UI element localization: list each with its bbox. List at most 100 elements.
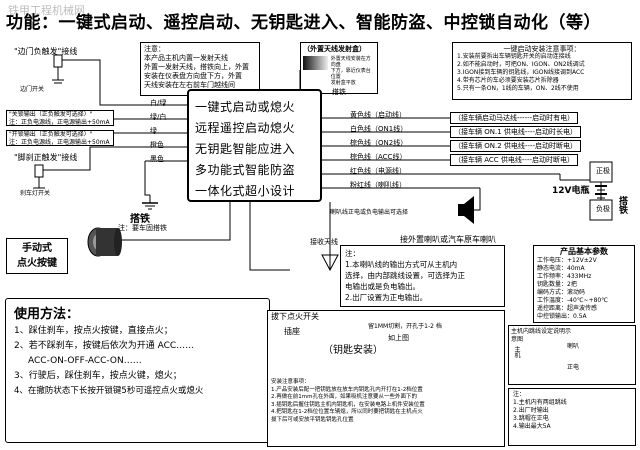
jumper-label: 正电 bbox=[567, 364, 580, 371]
unlock-output-label: "开锁输出（正负触发可选择）" bbox=[9, 131, 93, 138]
right-wire-target: （接车辆 ON.1 供电线----启动时长电） bbox=[450, 126, 581, 138]
page-title: 功能：一键式启动、遥控启动、无钥匙进入、智能防盗、中控锁自动化（等） bbox=[6, 13, 601, 33]
battery-icon bbox=[560, 161, 613, 221]
spec-row: 钥匙数量：2把 bbox=[537, 281, 577, 288]
manual-button-label: 点火按键 bbox=[17, 258, 57, 269]
usage-step: 1、踩住刹车，按点火按键，直接点火； bbox=[14, 326, 173, 336]
unlock-output-note: 注：正负电源线，正电源输出+50mA bbox=[9, 139, 110, 146]
brake-trigger-label: "脚刹正触发"接线 bbox=[14, 153, 78, 162]
top-note-box: 注意： 本产品主机内置一发射天线 外置一发射天线，搭铁向上，外置 安装在仪表盘方… bbox=[140, 42, 260, 96]
external-antenna-note: 外置天线安装在方向盘 下方，靠近仪表台位置 发射盒平放 bbox=[330, 56, 371, 86]
key-install-notes: 安装注意事项： 1.产品安装后配一把钥匙放在放车内钥匙孔内开打在1-2档位置 2… bbox=[271, 379, 425, 423]
install-notes-title: 一键启动安装注意事项： bbox=[503, 45, 581, 53]
spec-row: 遥控距离：超声波传感 bbox=[537, 305, 598, 312]
install-note-line: 4.带有芯片的车必须要安装芯片拆除器 bbox=[457, 77, 559, 84]
external-antenna-box: （外置天线发射盒） 外置天线安装在方向盘 下方，靠近仪表台位置 发射盒平放 搭铁 bbox=[300, 42, 378, 96]
jumper-label: 主机 bbox=[513, 346, 520, 358]
left-ground-icon bbox=[142, 195, 158, 210]
external-antenna-label: （外置天线发射盒） bbox=[303, 45, 366, 53]
unlock-output-box: "开锁输出（正负触发可选择）" 注：正负电源线，正电源输出+50mA bbox=[6, 130, 114, 146]
bottom-note-box: 注： 1.主机内有两组跳线 2.出厂时输出 3.跳帽在正电 4.输出最大5A bbox=[508, 388, 636, 446]
lock-output-label: "关锁输出（正负触发可选择）" bbox=[9, 111, 93, 118]
manual-button-box: 手动式 点火按键 bbox=[6, 238, 68, 274]
feature-line: 无钥匙智能应进入 bbox=[195, 142, 296, 156]
usage-step: 4、在撤防状态下长按开锁键5秒可遥控点火或熄火 bbox=[14, 386, 204, 396]
horn-notes-line: 2.出厂设置为正电输出。 bbox=[345, 293, 428, 302]
horn-notes-line: 1.本喇叭线的输出方式可从主机内 bbox=[345, 260, 458, 269]
key-install-key: （钥匙安装） bbox=[323, 345, 383, 356]
right-wire-label: 黄色线（启动线） bbox=[350, 111, 406, 119]
right-wire-target: （接车辆 ON.2 供电线----启动时断电） bbox=[450, 140, 581, 152]
manual-button-label: 手动式 bbox=[22, 243, 52, 254]
battery-positive-label: 正极 bbox=[596, 167, 610, 175]
right-wire-label: 棕色线（ACC线） bbox=[350, 153, 407, 161]
manual-button-icon bbox=[87, 227, 122, 257]
right-wire-label: 红色线（电源线） bbox=[350, 167, 406, 175]
door-trigger-label: "边门负触发"接线 bbox=[14, 47, 78, 56]
specs-box: 产品基本参数 工作电压：+12V±2V 静态电流：40mA 工作频率：433MH… bbox=[533, 245, 635, 323]
battery-ground-label: 搭铁 bbox=[617, 196, 627, 214]
horn-label: 接外置喇叭或汽车原车喇叭 bbox=[400, 235, 496, 244]
spec-row: 编码方式：滚动码 bbox=[537, 289, 586, 296]
jumper-label: 喇叭 bbox=[567, 343, 580, 350]
install-note-line: 1.安装前要拆出车辆钥匙开关的启动连接线 bbox=[457, 53, 571, 60]
feature-line: 多功能式智能防盗 bbox=[195, 163, 296, 177]
horn-note: 喇叭线正电或负电输出可选择 bbox=[330, 209, 409, 216]
usage-step: ACC-ON-OFF-ACC-ON…… bbox=[28, 356, 142, 366]
antenna-label: 接收天线 bbox=[310, 238, 338, 246]
install-note-line: 3.IGON接到车辆的钥匙线，IGON线接调到ACC bbox=[457, 69, 585, 76]
left-wire-label: 白/绿 bbox=[150, 99, 167, 107]
left-wire-label: 黑色 bbox=[150, 155, 164, 163]
usage-box: 使用方法： 1、踩住刹车，按点火按键，直接点火； 2、若不踩刹车，按键后依次为开… bbox=[5, 298, 270, 443]
right-wire-label: 粉红线（喇叭线） bbox=[350, 181, 406, 189]
key-install-mount: 如上图 bbox=[388, 334, 409, 342]
horn-notes-line: 选择，由内部跳线设置，可选择为正 bbox=[345, 271, 465, 280]
horn-notes-heading: 注： bbox=[345, 249, 360, 258]
jumper-title: 主机内跳线设定说明示意图 bbox=[511, 328, 572, 343]
horn-notes-box: 注： 1.本喇叭线的输出方式可从主机内 选择，由内部跳线设置，可选择为正 电输出… bbox=[340, 245, 505, 307]
left-ground-label: 搭铁 bbox=[130, 214, 150, 225]
antenna-transmitter-icon bbox=[303, 56, 328, 70]
spec-row: 中控锁输出：0.5A bbox=[537, 313, 587, 320]
horn-notes-line: 电输出或是负电输出。 bbox=[345, 282, 420, 291]
key-install-box: 拔下点火开关 插座 （钥匙安装） 留1MM切割，开孔于1-2 档 如上图 安装注… bbox=[267, 310, 505, 447]
usage-title: 使用方法： bbox=[14, 307, 80, 322]
feature-line: 远程遥控启动熄火 bbox=[195, 121, 296, 135]
receive-antenna-icon bbox=[321, 202, 339, 272]
door-switch-icon bbox=[52, 54, 80, 84]
spec-row: 工作电压：+12V±2V bbox=[537, 257, 597, 264]
main-unit-box: 一键式启动或熄火 远程遥控启动熄火 无钥匙智能应进入 多功能式智能防盗 一体化式… bbox=[187, 89, 322, 202]
key-install-hole: 留1MM切割，开孔于1-2 档 bbox=[368, 323, 442, 330]
external-antenna-ground: 搭铁 bbox=[332, 88, 346, 96]
spec-row: 工作频率：433MHz bbox=[537, 273, 592, 280]
spec-row: 静态电流：40mA bbox=[537, 265, 585, 272]
top-note-line: 外置一发射天线，搭铁向上，外置 bbox=[144, 63, 249, 71]
top-note-line: 安装在仪表盘方向盘下方，外置 bbox=[144, 72, 242, 80]
battery-label: 12V电瓶 bbox=[552, 186, 590, 196]
right-wire-label: 白色线（ON1线） bbox=[350, 125, 408, 133]
right-wire-lines bbox=[322, 117, 561, 211]
feature-line: 一键式启动或熄火 bbox=[195, 100, 296, 114]
left-ground-note: 注：要车固搭铁 bbox=[118, 224, 167, 232]
jumper-box: 主机内跳线设定说明示意图 主机 喇叭 正电 bbox=[508, 325, 636, 385]
usage-step: 3、行驶后，踩住刹车，按点火键，熄火； bbox=[14, 371, 182, 381]
right-wire-target: （接车辆启动马达线------启动时有电） bbox=[450, 112, 579, 124]
top-note-line: 天线安装在左右前车门越线间 bbox=[144, 81, 235, 89]
battery-negative-label: 负极 bbox=[596, 205, 610, 213]
left-wire-label: 橙色 bbox=[150, 141, 164, 149]
key-install-plug: 插座 bbox=[284, 327, 300, 336]
brake-switch-label: 刹车灯开关 bbox=[20, 190, 51, 197]
right-wire-label: 棕色线（ON2线） bbox=[350, 139, 408, 147]
usage-step: 2、若不踩刹车，按键后依次为开通 ACC…… bbox=[14, 341, 195, 351]
lock-output-note: 注：正负电源线，正电源输出+50mA bbox=[9, 119, 110, 126]
left-wire-label: 绿/白 bbox=[150, 113, 167, 121]
spec-row: 工作温度：-40℃~+80℃ bbox=[537, 297, 608, 304]
brake-switch-icon bbox=[33, 164, 70, 189]
horn-icon bbox=[458, 196, 474, 224]
specs-title: 产品基本参数 bbox=[560, 247, 608, 256]
top-note-line: 本产品主机内置一发射天线 bbox=[144, 54, 228, 62]
left-wire-label: 绿 bbox=[150, 127, 157, 135]
install-notes-box: 一键启动安装注意事项： 1.安装前要拆出车辆钥匙开关的启动连接线 2.如不能启动… bbox=[452, 42, 632, 100]
watermark: 铁甲工程机械网 bbox=[8, 5, 85, 17]
install-note-line: 5.只有一条ON，1线的车辆，ON、2线不使用 bbox=[457, 85, 579, 92]
